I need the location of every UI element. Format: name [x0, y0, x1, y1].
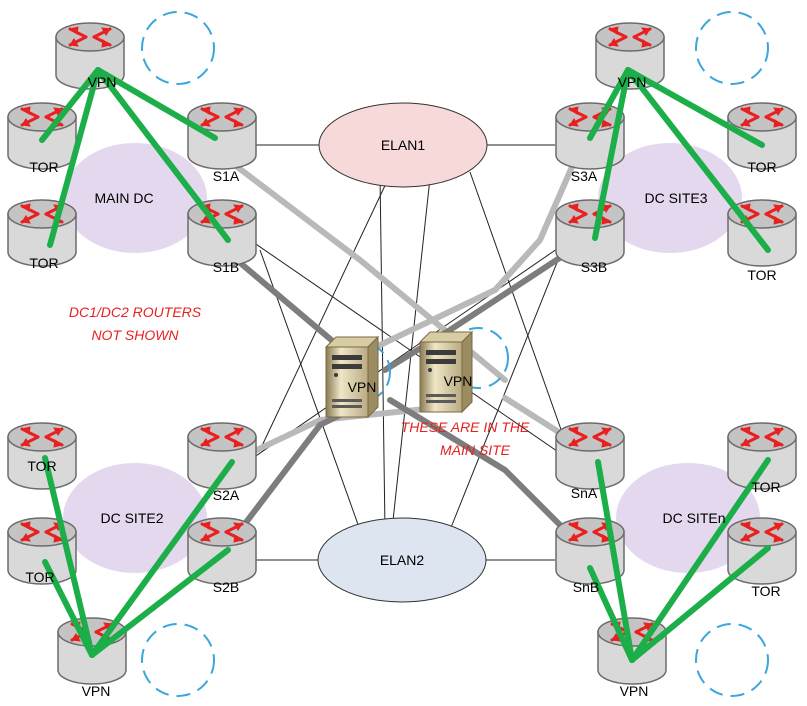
elan2-label: ELAN2: [380, 552, 425, 568]
snb-label: SnB: [573, 579, 599, 595]
router-site2-tor-1: [6, 421, 78, 491]
site3-vpn-label: VPN: [618, 74, 647, 90]
router-sna: [554, 421, 626, 491]
main-vpn-label: VPN: [88, 74, 117, 90]
dc-routers-note-line1: DC1/DC2 ROUTERS: [69, 304, 202, 320]
elan1-cloud: [318, 102, 488, 188]
tunnel-links: [212, 147, 598, 563]
server-vpn-1: [325, 336, 379, 418]
site3-tor-1-label: TOR: [747, 159, 776, 175]
s1a-label: S1A: [213, 168, 240, 184]
dc-site2-label: DC SITE2: [100, 510, 163, 526]
s3b-label: S3B: [581, 259, 607, 275]
router-s3b: [554, 198, 626, 268]
site2-tor-1-label: TOR: [27, 458, 56, 474]
s2a-label: S2A: [213, 487, 240, 503]
main-tor-1-label: TOR: [29, 159, 58, 175]
elan2-cloud: [317, 517, 487, 603]
siten-vpn-label: VPN: [620, 683, 649, 699]
vpn-links: [39, 67, 771, 663]
site3-tor-2-label: TOR: [747, 267, 776, 283]
router-s1a: [186, 101, 258, 171]
s1b-label: S1B: [213, 259, 239, 275]
site2-vpn-label: VPN: [82, 683, 111, 699]
main-site-note-line1: THESE ARE IN THE: [401, 419, 530, 435]
dc-routers-note-line2: NOT SHOWN: [91, 327, 179, 343]
s3a-label: S3A: [571, 168, 598, 184]
router-labels: VPN TOR TOR S1A S1B VPN TOR TOR S3A S3B …: [25, 74, 780, 699]
main-tor-2-label: TOR: [29, 255, 58, 271]
server-vpn-2-label: VPN: [444, 373, 473, 389]
s2b-label: S2B: [213, 579, 239, 595]
main-dc-label: MAIN DC: [94, 190, 153, 206]
server-vpn-2: [419, 331, 473, 413]
siten-tor-2-label: TOR: [751, 583, 780, 599]
main-site-note-line2: MAIN SITE: [440, 442, 511, 458]
dc-site3-label: DC SITE3: [644, 190, 707, 206]
sna-label: SnA: [571, 485, 598, 501]
siten-tor-1-label: TOR: [751, 479, 780, 495]
dc-siten-label: DC SITEn: [662, 510, 725, 526]
server-vpn-1-label: VPN: [348, 379, 377, 395]
elan1-label: ELAN1: [381, 137, 426, 153]
dc-siten-area: [616, 463, 760, 573]
main-dc-area: [63, 143, 207, 253]
site2-tor-2-label: TOR: [25, 569, 54, 585]
